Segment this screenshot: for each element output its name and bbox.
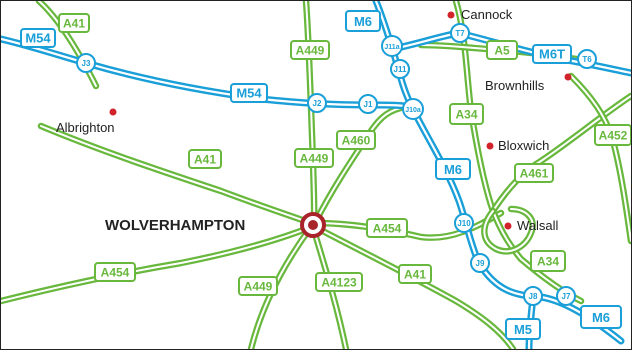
towns-layer: Cannock Brownhills Albrighton Bloxwich W… (56, 7, 572, 238)
junction-j7-text: J7 (562, 292, 571, 301)
junction-j10: J10 (454, 213, 474, 233)
a4123-shield: A4123 (315, 272, 363, 292)
cannock-dot (447, 11, 455, 19)
a460-shield: A460 (336, 130, 376, 150)
junction-j11: J11 (390, 59, 410, 79)
junction-j2: J2 (307, 93, 327, 113)
m6-south-shield-text: M6 (592, 310, 610, 325)
a449-south-shield-text: A449 (244, 280, 273, 294)
junction-j11a-text: J11a (384, 44, 399, 51)
m6t-shield: M6T (532, 44, 572, 64)
a449-south-shield: A449 (238, 276, 278, 296)
a461-road-inner (492, 95, 631, 212)
a449-north-shield: A449 (290, 40, 330, 60)
junction-t6: T6 (577, 49, 597, 69)
brownhills-dot (564, 73, 572, 81)
a461-shield: A461 (514, 163, 554, 183)
cannock-label: Cannock (461, 7, 513, 22)
a454-west-shield: A454 (94, 262, 136, 282)
wolverhampton-city-marker (300, 212, 326, 238)
a454-west-shield-text: A454 (101, 266, 130, 280)
junction-j1-text: J1 (364, 100, 373, 109)
a41-west-shield: A41 (188, 149, 222, 169)
a41-northwest-road-inner (38, 1, 97, 87)
m6-mid-shield: M6 (435, 158, 471, 180)
a454-east-shield-text: A454 (373, 222, 402, 236)
brownhills-label: Brownhills (485, 78, 545, 93)
a461-road (489, 92, 631, 215)
junction-t7: T7 (450, 23, 470, 43)
a449-mid-shield: A449 (294, 148, 334, 168)
m54-west-shield: M54 (20, 28, 56, 48)
walsall-ring-road-inner (483, 208, 534, 253)
a452-shield-text: A452 (599, 129, 628, 143)
city-marker-center (308, 220, 318, 230)
a449-mid-shield-text: A449 (300, 152, 329, 166)
junction-j9-text: J9 (476, 259, 485, 268)
a34-south-shield: A34 (530, 250, 566, 272)
m54-motorway-inner (1, 37, 413, 109)
a-road-shields: A41 A449 A5 A34 A460 A449 (58, 13, 631, 296)
a34-north-shield: A34 (449, 103, 484, 125)
junction-j9: J9 (470, 253, 490, 273)
junction-j10a-text: J10a (405, 107, 421, 114)
junction-j3: J3 (76, 53, 96, 73)
wolverhampton-label: WOLVERHAMPTON (105, 217, 245, 234)
a34-south-shield-text: A34 (537, 255, 559, 269)
a41-west-road-inner (40, 125, 312, 224)
m6-south-shield: M6 (580, 305, 622, 329)
m5-shield-text: M5 (514, 322, 532, 337)
a5-shield-text: A5 (494, 44, 510, 58)
junction-j7: J7 (556, 286, 576, 306)
albrighton-dot (109, 108, 117, 116)
albrighton-label: Albrighton (56, 120, 115, 135)
a454-east-road-inner (314, 212, 502, 239)
m6-top-shield: M6 (345, 10, 381, 32)
bloxwich-dot (486, 142, 494, 150)
junction-j8: J8 (523, 286, 543, 306)
m6-top-shield-text: M6 (354, 14, 372, 29)
a34-north-shield-text: A34 (455, 108, 477, 122)
a454-east-shield: A454 (366, 218, 408, 238)
a461-shield-text: A461 (520, 167, 549, 181)
walsall-label: Walsall (517, 218, 559, 233)
m6t-shield-text: M6T (539, 47, 565, 62)
a460-shield-text: A460 (342, 134, 371, 148)
a41-west-shield-text: A41 (194, 153, 216, 167)
bloxwich-label: Bloxwich (498, 138, 549, 153)
a41-nw-shield-text: A41 (63, 17, 85, 31)
junction-markers: J3 J2 J1 J10a J11a J11 T7 T6 (76, 23, 597, 306)
m6-mid-shield-text: M6 (444, 162, 462, 177)
m54-west-shield-text: M54 (25, 31, 51, 46)
a449-north-shield-text: A449 (296, 44, 325, 58)
a4123-shield-text: A4123 (321, 276, 357, 290)
a41-nw-shield: A41 (58, 13, 90, 33)
junction-t7-text: T7 (455, 29, 465, 38)
a452-shield: A452 (594, 124, 631, 146)
walsall-dot (504, 222, 512, 230)
m54-motorway (1, 35, 415, 111)
junction-j8-text: J8 (529, 292, 538, 301)
junction-j11a: J11a (381, 35, 403, 57)
m5-shield: M5 (505, 318, 541, 340)
m54-mid-shield-text: M54 (236, 86, 262, 101)
m54-mid-shield: M54 (230, 83, 268, 103)
junction-j10a: J10a (402, 98, 424, 120)
a41-south-shield-text: A41 (404, 268, 426, 282)
junction-j10-text: J10 (457, 219, 471, 228)
junction-j1: J1 (358, 94, 378, 114)
junction-j3-text: J3 (82, 59, 91, 68)
junction-j2-text: J2 (313, 99, 322, 108)
a5-shield: A5 (486, 40, 518, 60)
a41-south-road-inner (314, 226, 514, 349)
a41-south-shield: A41 (398, 264, 432, 284)
motorway-shields: M54 M54 M6 M6 M6T M5 (20, 10, 622, 340)
junction-t6-text: T6 (582, 55, 592, 64)
junction-j11-text: J11 (394, 65, 407, 74)
a454-west-road-inner (1, 226, 312, 302)
